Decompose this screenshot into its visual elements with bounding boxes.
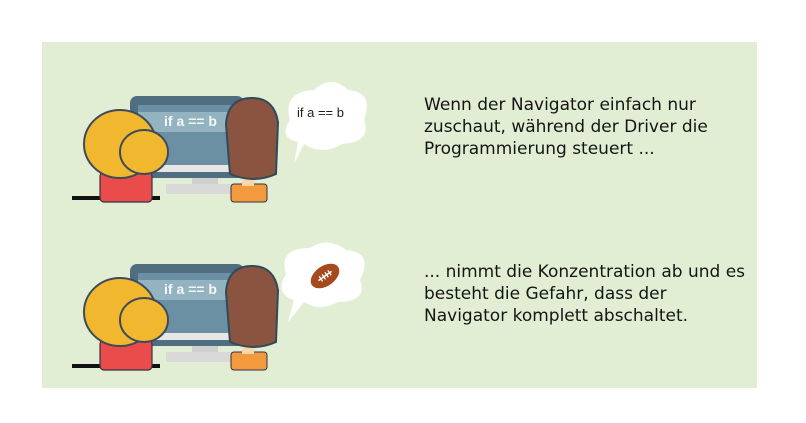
caption-2: ... nimmt die Konzentration ab und es be… (424, 262, 746, 326)
screen-code: if a == b (164, 281, 217, 297)
driver-head (224, 264, 280, 348)
driver-shirt (230, 183, 268, 203)
screen-code: if a == b (164, 113, 217, 129)
driver-head (224, 96, 280, 180)
caption-1: Wenn der Navigator einfach nur zuschaut,… (424, 95, 708, 159)
scene-navigator-watching: if a == b if a == b (42, 72, 372, 222)
thought-text: if a == b (297, 105, 344, 120)
thought-bubble (285, 82, 367, 164)
illustration-panel: if a == b if a == b Wenn der Navigator e… (42, 42, 757, 388)
pair-programming-illustration (72, 82, 367, 203)
pair-programming-illustration (72, 242, 365, 371)
football-icon (310, 263, 340, 289)
scene-navigator-distracted: if a == b (42, 240, 372, 390)
driver-shirt (230, 351, 268, 371)
